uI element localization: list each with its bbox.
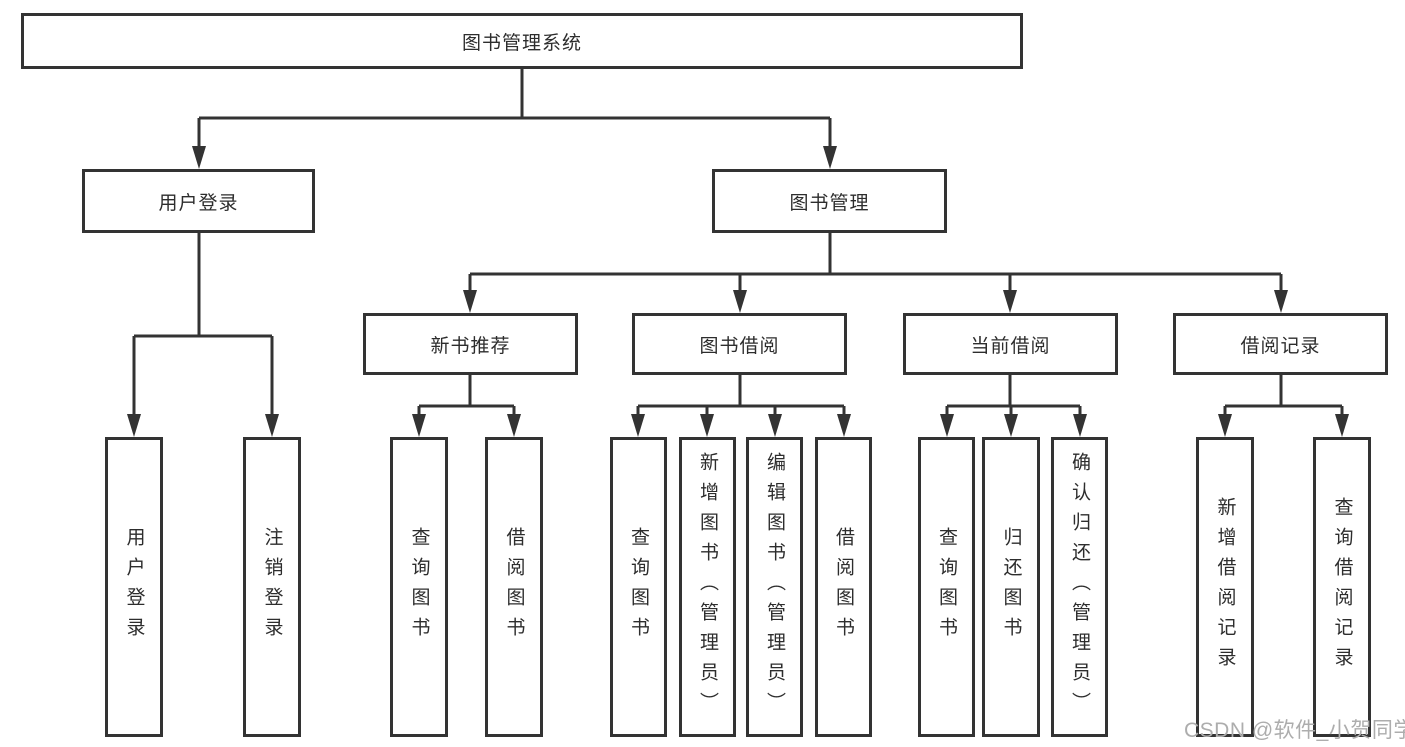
arrowheads	[127, 146, 1349, 437]
leaf-user-login: 用户登录	[105, 437, 163, 737]
leaf-query-books: 查询图书	[610, 437, 667, 737]
node-label: 查询图书	[936, 527, 957, 647]
leaf-borrow-books: 借阅图书	[815, 437, 872, 737]
node-label: 图书管理	[789, 192, 870, 214]
leaf-confirm-return-admin: 确认归还（管理员）	[1051, 437, 1108, 737]
node-label: 新增借阅记录	[1214, 497, 1236, 677]
node-current-borrowing: 当前借阅	[903, 313, 1118, 375]
leaf-logout: 注销登录	[243, 437, 301, 737]
node-book-management: 图书管理	[712, 169, 947, 233]
node-label: 用户登录	[123, 527, 145, 647]
csdn-watermark: CSDN @软件_小贺同学	[1184, 719, 1405, 742]
leaf-query-books: 查询图书	[918, 437, 975, 737]
node-label: 查询借阅记录	[1331, 497, 1353, 677]
leaf-add-books-admin: 新增图书（管理员）	[679, 437, 736, 737]
node-library-system: 图书管理系统	[21, 13, 1023, 69]
node-label: 借阅图书	[833, 527, 854, 647]
node-user-login: 用户登录	[82, 169, 315, 233]
connector-strokes	[132, 69, 1344, 419]
node-label: 归还图书	[1000, 527, 1022, 647]
node-new-book-recommend: 新书推荐	[363, 313, 578, 375]
leaf-query-borrow-record: 查询借阅记录	[1313, 437, 1371, 737]
leaf-query-books: 查询图书	[390, 437, 448, 737]
node-label: 当前借阅	[970, 335, 1051, 357]
node-label: 用户登录	[158, 192, 239, 214]
node-label: 图书管理系统	[461, 32, 582, 54]
node-book-borrowing: 图书借阅	[632, 313, 847, 375]
node-label: 新书推荐	[430, 335, 511, 357]
leaf-add-borrow-record: 新增借阅记录	[1196, 437, 1254, 737]
node-label: 查询图书	[408, 527, 430, 647]
node-borrowing-records: 借阅记录	[1173, 313, 1388, 375]
node-label: 借阅图书	[503, 527, 525, 647]
leaf-borrow-books: 借阅图书	[485, 437, 543, 737]
node-label: 借阅记录	[1240, 335, 1321, 357]
node-label: 编辑图书（管理员）	[764, 452, 785, 722]
node-label: 图书借阅	[699, 335, 780, 357]
leaf-edit-books-admin: 编辑图书（管理员）	[746, 437, 803, 737]
node-label: 查询图书	[628, 527, 649, 647]
node-label: 新增图书（管理员）	[697, 452, 718, 722]
node-label: 确认归还（管理员）	[1069, 452, 1090, 722]
node-label: 注销登录	[261, 527, 283, 647]
leaf-return-books: 归还图书	[982, 437, 1040, 737]
